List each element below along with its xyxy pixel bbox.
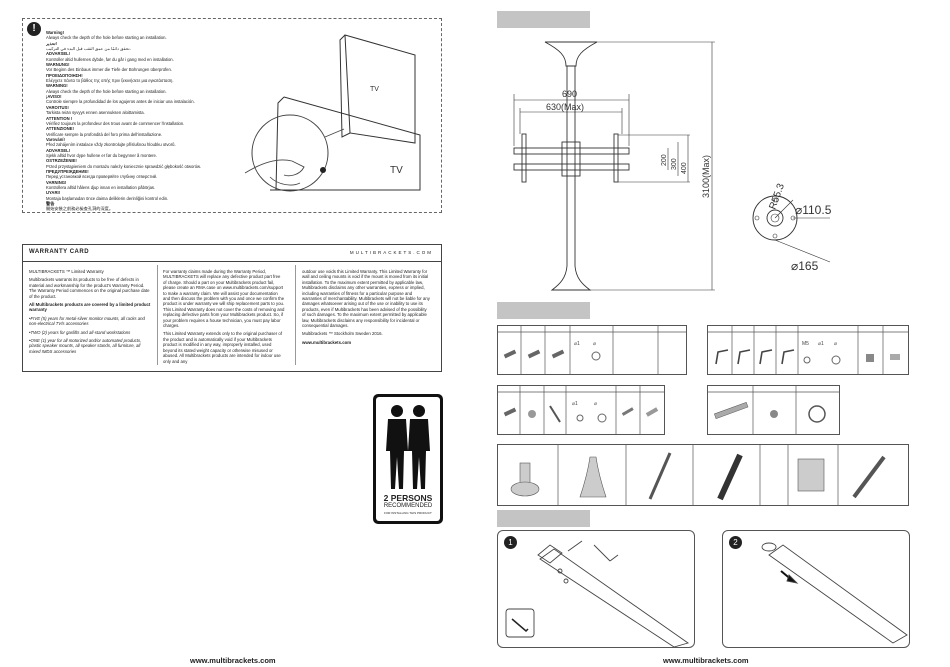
warning-line: Sjekk alltid hvor dype hullene er før du… — [46, 152, 158, 158]
step-1-number: 1 — [504, 536, 517, 549]
dim-110: ⌀110.5 — [795, 203, 832, 217]
dim-3100: 3100(Max) — [701, 155, 711, 198]
warranty-col-1: MULTIBRACKETS ™ Limited Warranty Multibr… — [29, 269, 151, 357]
warning-line: ¡AVISO! — [46, 94, 62, 100]
section-tab-installation — [497, 510, 590, 527]
section-tab-parts — [497, 302, 590, 319]
warning-line: Przed przystąpieniem do montażu należy k… — [46, 163, 202, 169]
dim-630: 630(Max) — [546, 102, 584, 112]
warning-line: UYARI! — [46, 190, 61, 196]
step-2-panel: 2 — [722, 530, 910, 648]
dim-r55: R55.3 — [767, 182, 787, 211]
parts-box-main — [497, 444, 909, 506]
dim-400: 400 — [681, 162, 688, 174]
warranty-card: WARRANTY CARD MULTIBRACKETS.COM MULTIBRA… — [22, 244, 442, 372]
tv-label-large: TV — [390, 165, 403, 176]
parts-box-d — [707, 385, 840, 435]
warning-line: ATTENZIONE! — [46, 126, 74, 132]
warning-line: WARNING! — [46, 83, 68, 89]
dim-690: 690 — [562, 89, 577, 99]
warning-line: VAROITUS! — [46, 104, 69, 110]
warning-line: ΠΡΟΕΙΔΟΠΟΙΗΣΗ! — [46, 72, 83, 78]
warning-line: ADVARSEL! — [46, 147, 71, 153]
column-divider — [157, 265, 158, 365]
warranty-coverage-item: •ONE (1) year for all motorized and/or a… — [29, 338, 142, 354]
exclamation-icon: ! — [27, 22, 41, 36]
warning-line: Před zahájením instalace vždy zkontroluj… — [46, 142, 176, 148]
warning-line: Vérifiez toujours la profondeur des trou… — [46, 120, 185, 126]
section-tab-dimensions — [497, 11, 590, 28]
warranty-signature: Multibrackets ™ Stockholm Sweden 2016. — [302, 331, 383, 337]
warning-line: تحذير! — [46, 40, 57, 46]
warning-line: ADVARSEL! — [46, 51, 71, 57]
badge-caption: FOR INSTALLING THIS PRODUCT — [384, 511, 432, 515]
warranty-paragraph: Multibrackets warrants its products to b… — [29, 277, 150, 299]
part-label: ⌀ — [834, 341, 838, 347]
badge-title: 2 PERSONS — [383, 493, 433, 503]
part-label: ⌀ — [594, 401, 598, 407]
warranty-paragraph: For warranty claims made during the Warr… — [163, 269, 285, 329]
warranty-paragraph: This Limited Warranty extends only to th… — [163, 331, 283, 364]
warning-line: Kontroller altid hullernes dybde, før du… — [46, 56, 174, 62]
warranty-url: www.multibrackets.com — [302, 339, 352, 345]
dim-300: 300 — [671, 158, 678, 170]
part-label: ⌀ — [593, 341, 597, 347]
warning-line: Always check the depth of the hole befor… — [46, 88, 167, 94]
warranty-paragraph: outdoor use voids this Limited Warranty.… — [302, 269, 430, 329]
warranty-col-3: outdoor use voids this Limited Warranty.… — [302, 269, 430, 348]
dim-200: 200 — [661, 154, 668, 166]
warranty-coverage-item: •TWO (2) years for gaslifts and all-stan… — [29, 329, 131, 335]
parts-box-b: M5 ⌀1 ⌀ — [707, 325, 909, 375]
footer-url-right[interactable]: www.multibrackets.com — [663, 656, 749, 665]
tv-wall-illustration: TV TV — [244, 34, 421, 192]
tv-label-small: TV — [370, 86, 379, 93]
warranty-col-2: For warranty claims made during the Warr… — [163, 269, 285, 367]
step-2-number: 2 — [729, 536, 742, 549]
warranty-coverage-item: •FIVE (5) years for metal-silver monitor… — [29, 315, 145, 327]
parts-box-c: ⌀1 ⌀ — [497, 385, 665, 435]
warning-line: ПРЕДУПРЕЖДЕНИЕ! — [46, 168, 89, 174]
part-label: ⌀1 — [818, 341, 824, 347]
warning-line: VARNING! — [46, 179, 67, 185]
warning-line: Warning! — [46, 30, 64, 35]
warning-line: Перед установкой всегда проверяйте глуби… — [46, 174, 158, 180]
step-1-panel: 1 — [497, 530, 695, 648]
dim-165: ⌀165 — [791, 259, 819, 273]
warranty-card-title: WARRANTY CARD — [29, 249, 90, 255]
dimension-drawing: 690 630(Max) 200 300 400 3100(Max) — [513, 41, 715, 291]
footer-url-left[interactable]: www.multibrackets.com — [190, 656, 276, 665]
warning-line: Kontrollera alltid hålens djup innan en … — [46, 184, 156, 190]
badge-subtitle: RECOMMENDED — [383, 503, 433, 509]
warning-line: ATTENTION ! — [46, 115, 73, 121]
column-divider — [295, 265, 296, 365]
two-persons-icon — [386, 405, 430, 489]
warning-text: Warning!Always check the depth of the ho… — [46, 30, 256, 212]
warranty-card-brand: MULTIBRACKETS.COM — [349, 250, 433, 255]
base-plate-drawing: R55.3 ⌀110.5 ⌀165 — [752, 182, 832, 273]
warning-line: 開始安裝之前務必檢查孔洞的深度。 — [46, 206, 114, 212]
warning-line: Ελέγχετε πάντα το βάθος της οπής πριν ξε… — [46, 78, 174, 84]
part-label: ⌀1 — [572, 401, 578, 407]
warning-line: Always check the depth of the hole befor… — [46, 35, 167, 41]
warning-line: Verificare sempre la profondità del foro… — [46, 131, 163, 137]
warranty-heading: MULTIBRACKETS ™ Limited Warranty — [29, 269, 104, 274]
warning-box — [22, 18, 442, 213]
warning-line: OSTRZEŻENIE! — [46, 158, 77, 164]
warning-line: Vor Beginn des Einbaus immer die Tiefe d… — [46, 67, 172, 73]
warning-line: تحقق دائمًا من عمق الثقب قبل البدء في ال… — [46, 46, 131, 52]
warning-line: WARNUNG! — [46, 62, 70, 68]
parts-box-a: ⌀1 ⌀ — [497, 325, 687, 375]
warning-line: 警告 — [46, 201, 55, 206]
warning-line: Varování! — [46, 136, 65, 142]
part-label: ⌀1 — [574, 341, 580, 347]
warning-line: Tarkista reiän syvyys ennen asennuksen a… — [46, 110, 145, 116]
warning-line: Montaja başlamadan önce daima deliklerin… — [46, 195, 169, 201]
part-label-m5: M5 — [802, 341, 809, 347]
two-persons-badge: 2 PERSONS RECOMMENDED FOR INSTALLING THI… — [373, 394, 443, 524]
warranty-coverage-heading: All Multibrackets products are covered b… — [29, 302, 151, 313]
warranty-card-header: WARRANTY CARD MULTIBRACKETS.COM — [23, 245, 441, 262]
warning-line: Controle siempre la profundidad de los a… — [46, 99, 195, 105]
